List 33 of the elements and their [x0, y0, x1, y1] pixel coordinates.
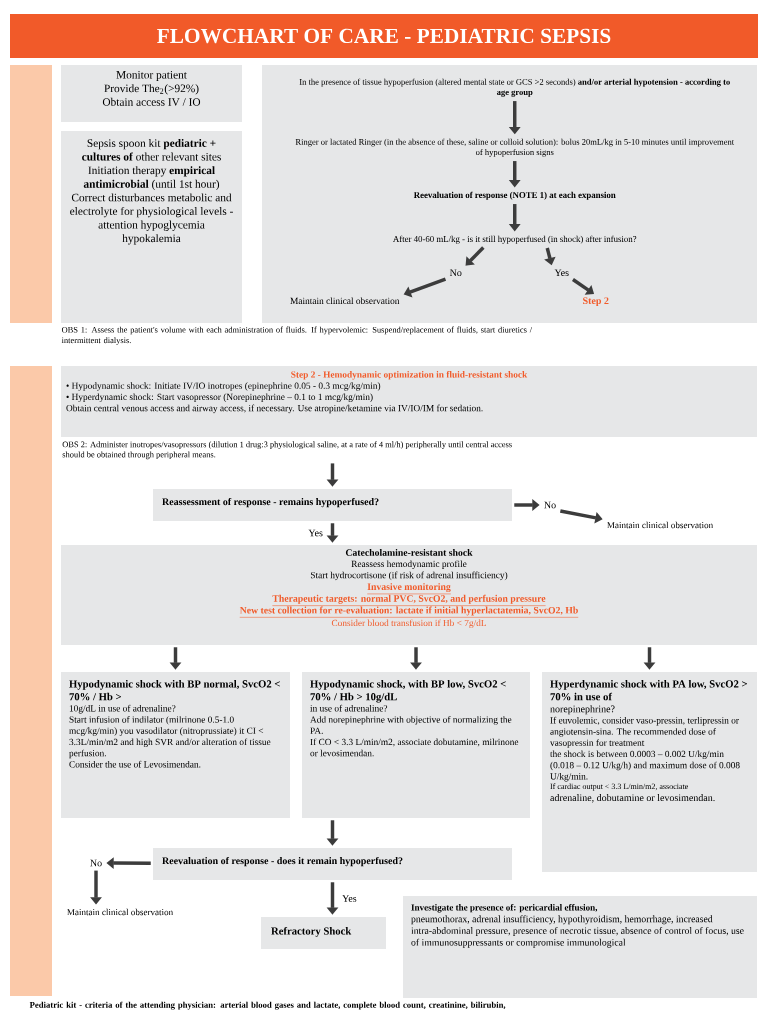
- answer-text: No: [449, 269, 462, 277]
- outcome-text: Maintain clinical observation: [290, 297, 400, 304]
- info-box: Sepsis spoon kit pediatric + cultures of other relevant sites Initiation therapy empirical antimicrobial (until 1st hour) Correct disturbances metabolic and electrolyte for physiological levels - attention hypoglycemia hypokalemia: [61, 131, 242, 323]
- question-text: After 40-60 mL/kg - is it still hypoperfused (in shock) after infusion?: [393, 235, 637, 244]
- step-box: Catecholamine-resistant shock Reassess hemodynamic profile Start hydrocortisone (if risk of adrenal insufficiency) Invasive monitoring Therapeutic targets: normal PVC, SvcO2, and perfusion pressure New test collection for re-evaluation: lactate if initial hyperlactatemia, SvcO2, Hb Consider blood transfusion if Hb < 7g/dL: [61, 545, 757, 645]
- edge-label: Yes: [340, 893, 358, 904]
- title-band: FLOWCHART OF CARE - PEDIATRIC SEPSIS: [10, 14, 758, 58]
- outcome-text: Maintain clinical observation: [607, 521, 713, 529]
- outcome-text: Step 2: [583, 297, 609, 307]
- decision-box: Reevaluation of response - does it remain hypoperfused?: [153, 848, 512, 880]
- note-text: OBS 2: Administer inotropes/vasopressors (dilution 1 drug:3 physiological saline, at a rate of 4 ml/h) peripherally until central access should be obtained through peripheral means.: [62, 441, 512, 460]
- edge-label: Yes: [307, 528, 325, 538]
- answer-text: Yes: [554, 269, 569, 277]
- answer-text: No: [544, 501, 556, 509]
- outcome-box: Refractory Shock: [261, 917, 386, 949]
- side-bar: [10, 65, 52, 323]
- answer-text: No: [90, 859, 102, 867]
- outcome-text: Maintain clinical observation: [67, 908, 173, 916]
- step-text: Ringer or lactated Ringer (in the absence of these, saline or colloid solution): bolus 20mL/kg in 5-10 minutes until improvement of hypoperfusion signs: [295, 138, 735, 157]
- step-box: Step 2 - Hemodynamic optimization in fluid-resistant shock • Hypodynamic shock: Initiate IV/IO inotropes (epinephrine 0.05 - 0.3 mcg/kg/min) • Hyperdynamic shock: Start vasopressor (Norepinephrine – 0.1 to 1 mcg/kg/min) Obtain central venous access and airway access, if necessary. Use atropine/ketamine via IV/IO/IM for sedation.: [61, 366, 757, 437]
- info-box: Investigate the presence of: pericardial effusion, pneumothorax, adrenal insufficiency, hypothyroidism, hemorrhage, increased intra-abdominal pressure, presence of necrotic tissue, absence of control of focus, use of immunosuppressants or compromise immunological: [403, 896, 757, 998]
- info-box: Monitor patient Provide The$_{2}$(>92%) Obtain access IV / IO: [61, 65, 242, 122]
- step-text: Reevaluation of response (NOTE 1) at each expansion: [413, 191, 616, 200]
- panel-box: [262, 65, 757, 323]
- note-text: OBS 1: Assess the patient's volume with each administration of fluids. If hypervolemic: Suspend/replacement of fluids, start diuretics / intermittent dialysis.: [61, 326, 533, 345]
- shock-type-box: Hypodynamic shock with BP normal, SvcO2 < 70% / Hb > 10g/dL in use of adrenaline? Start infusion of indilator (milrinone 0.5-1.0 mcg/kg/min) you vasodilator (nitroprussiate) it CI < 3.3L/min/m2 and high SVR and/or alteration of tissue perfusion. Consider the use of Levosimendan.: [61, 672, 290, 818]
- shock-type-box: Hypodynamic shock, with BP low, SvcO2 < 70% / Hb > 10g/dL in use of adrenaline? Add norepinephrine with objective of normalizing the PA. If CO < 3.3 L/min/m2, associate dobutamine, milrinone or levosimendan.: [302, 672, 530, 818]
- step-text: In the presence of tissue hypoperfusion (altered mental state or GCS >2 seconds) and/or arterial hypotension - according to age group: [299, 78, 730, 97]
- footnote-text: Pediatric kit - criteria of the attending physician: arterial blood gases and lactate, complete blood count, creatinine, bilirubin,: [29, 1001, 506, 1010]
- shock-type-box: Hyperdynamic shock with PA low, SvcO2 > 70% in use of norepinephrine? If euvolemic, consider vaso-pressin, terlipressin or angiotensin-sina. The recommended dose of vasopressin for treatment the shock is between 0.0003 – 0.002 U/kg/min (0.018 – 0.12 U/kg/h) and maximum dose of 0.008 U/kg/min. If cardiac output < 3.3 L/min/m2, associate adrenaline, dobutamine or levosimendan.: [542, 672, 757, 872]
- side-bar: [10, 366, 52, 996]
- decision-box: Reassessment of response - remains hypoperfused?: [153, 489, 512, 521]
- arrow: [465, 246, 485, 266]
